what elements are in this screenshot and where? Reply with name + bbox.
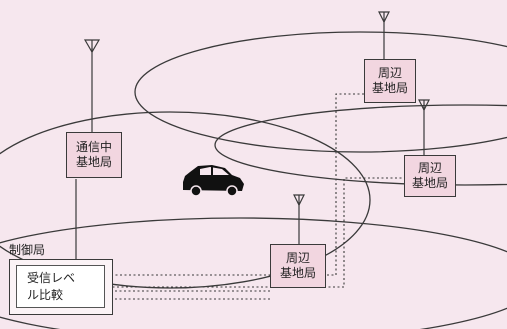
coverage-neighbor-1 [135, 32, 507, 152]
antenna-icon [379, 12, 389, 59]
control-station-label: 制御局 [9, 241, 45, 258]
control-station: 受信レベ ル比較 [9, 259, 113, 315]
serving-base-station: 通信中 基地局 [66, 132, 122, 178]
neighbor-base-station-3: 周辺 基地局 [270, 244, 326, 288]
antenna-icon [85, 40, 99, 138]
car-icon [183, 165, 244, 196]
antenna-icon [419, 100, 429, 155]
neighbor-base-station-1: 周辺 基地局 [364, 59, 416, 103]
signal-level-comparison: 受信レベ ル比較 [16, 265, 105, 308]
neighbor-base-station-2: 周辺 基地局 [404, 155, 456, 197]
neighbor-link-lines [113, 94, 406, 299]
